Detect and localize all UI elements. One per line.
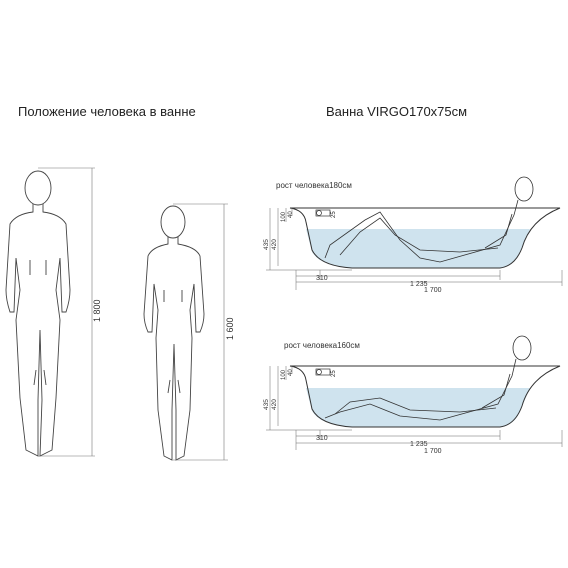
tub1-overall-length: 1 700	[424, 287, 442, 294]
tall-person-silhouette	[5, 170, 71, 457]
tub2-top-rim: 100	[281, 369, 287, 380]
tub2-left-offset: 310	[316, 435, 328, 442]
tub-diagram-2: рост человека160см 435 420	[263, 335, 563, 455]
tub2-overall-length: 1 700	[424, 448, 442, 455]
tub-diagram-1: рост человека180см	[263, 176, 563, 294]
tub1-overflow: 40	[288, 211, 294, 218]
tub1-inner-length: 1 235	[410, 281, 428, 288]
tub1-overall-height: 435	[263, 239, 270, 250]
tub2-overall-height: 435	[263, 399, 270, 410]
tub2-overflow-dia: 25	[331, 370, 337, 377]
tub1-left-offset: 310	[316, 275, 328, 282]
short-person-silhouette	[143, 205, 205, 461]
tub1-top-rim: 100	[281, 211, 287, 222]
tub1-outline	[289, 207, 561, 269]
tub1-overflow-dia: 25	[331, 211, 337, 218]
tub2-overflow: 40	[288, 369, 294, 376]
tub2-water-depth: 420	[271, 399, 278, 410]
tub2-caption: рост человека160см	[284, 341, 360, 350]
tub1-water-depth: 420	[271, 239, 278, 250]
tub2-water	[306, 388, 530, 427]
tub2-outline	[289, 365, 561, 428]
right-title: Ванна VIRGO170x75см	[326, 104, 468, 119]
tall-height-label: 1 800	[92, 299, 102, 322]
tub1-caption: рост человека180см	[276, 181, 352, 190]
tub2-inner-length: 1 235	[410, 441, 428, 448]
left-title: Положение человека в ванне	[18, 104, 196, 119]
tall-height-dimension: 1 800	[38, 167, 102, 457]
short-height-dimension: 1 600	[173, 203, 235, 461]
short-height-label: 1 600	[225, 317, 235, 340]
